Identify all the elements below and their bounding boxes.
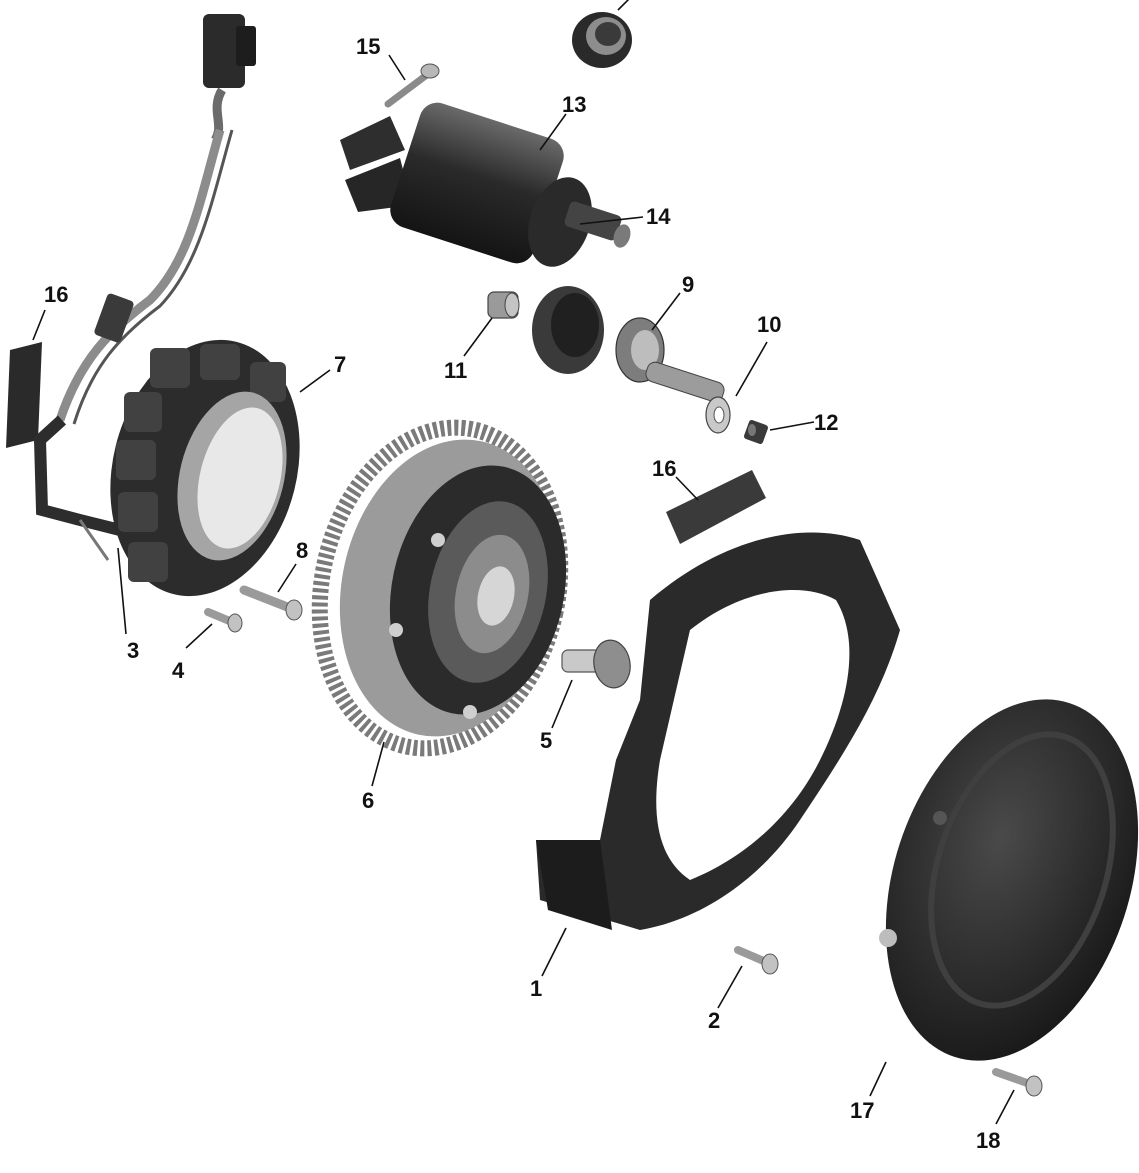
bolt-icon [384, 63, 440, 108]
screw-icon [204, 608, 243, 633]
callout-16a: 16 [44, 282, 68, 307]
screw-icon [734, 946, 779, 975]
flywheel-ring-gear-icon [311, 419, 569, 757]
callout-16b: 16 [652, 456, 676, 481]
callout-6: 6 [362, 788, 374, 813]
nut-icon [744, 420, 768, 444]
callout-11: 11 [444, 358, 467, 383]
callout-1: 1 [530, 976, 542, 1001]
starter-motor-icon [340, 102, 631, 267]
magneto-cover-icon [879, 699, 1139, 1061]
callout-13: 13 [562, 92, 586, 117]
callout-3: 3 [127, 638, 139, 663]
callout-labels: 15 13 14 9 10 11 12 16 16 7 8 3 4 5 6 1 … [44, 34, 1000, 1153]
callout-8: 8 [296, 538, 308, 563]
bolt-icon [239, 585, 303, 621]
callout-14: 14 [646, 204, 671, 229]
seal-icon [572, 0, 632, 68]
starter-drive-icon [532, 286, 725, 403]
stator-icon [110, 339, 300, 597]
washer-icon [705, 396, 731, 434]
magneto-cover-gasket-icon [536, 532, 900, 930]
leader-lines [32, 54, 1015, 1125]
wiring-harness-icon [33, 14, 256, 561]
callout-9: 9 [682, 272, 694, 297]
bushing-icon [487, 291, 520, 319]
callout-12: 12 [814, 410, 838, 435]
callout-17: 17 [850, 1098, 874, 1123]
callout-10: 10 [757, 312, 781, 337]
adhesive-pad-icon [6, 342, 766, 544]
callout-2: 2 [708, 1008, 720, 1033]
callout-4: 4 [172, 658, 185, 683]
callout-15: 15 [356, 34, 380, 59]
bolt-icon [992, 1068, 1043, 1097]
plug-screw-icon [561, 639, 631, 689]
callout-5: 5 [540, 728, 552, 753]
callout-18: 18 [976, 1128, 1000, 1153]
callout-7: 7 [334, 352, 346, 377]
